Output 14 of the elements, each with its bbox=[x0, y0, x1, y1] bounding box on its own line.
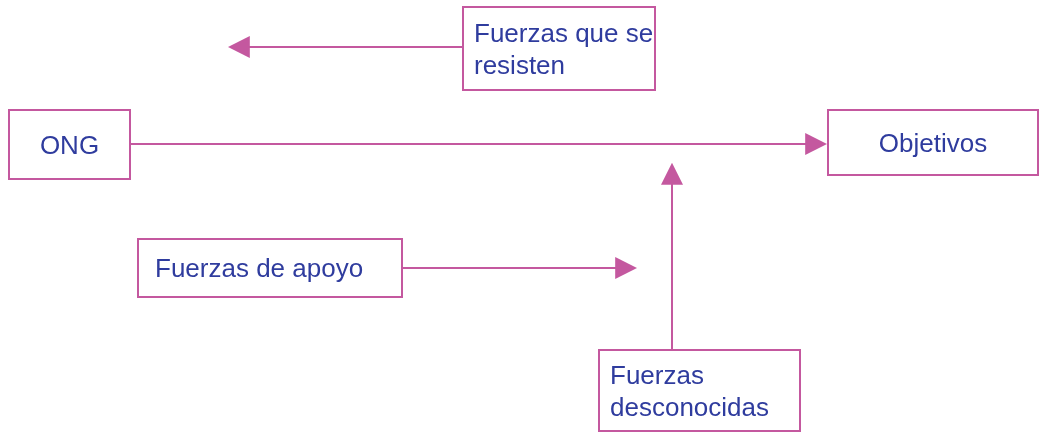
arrow bbox=[227, 36, 463, 58]
organization-box bbox=[8, 109, 131, 180]
arrow bbox=[661, 162, 683, 350]
force-box bbox=[598, 349, 801, 432]
node-label: Objetivos bbox=[877, 126, 989, 159]
node-label: Fuerzas de apoyo bbox=[155, 252, 365, 284]
node-label: Fuerzas que se resisten bbox=[474, 16, 654, 81]
force-box bbox=[137, 238, 403, 298]
node-label: Fuerzas desconocidas bbox=[610, 358, 770, 423]
arrow bbox=[130, 133, 828, 155]
goal-box bbox=[827, 109, 1039, 176]
force-box bbox=[462, 6, 656, 91]
node-label: ONG bbox=[38, 128, 101, 161]
arrow bbox=[402, 257, 638, 279]
